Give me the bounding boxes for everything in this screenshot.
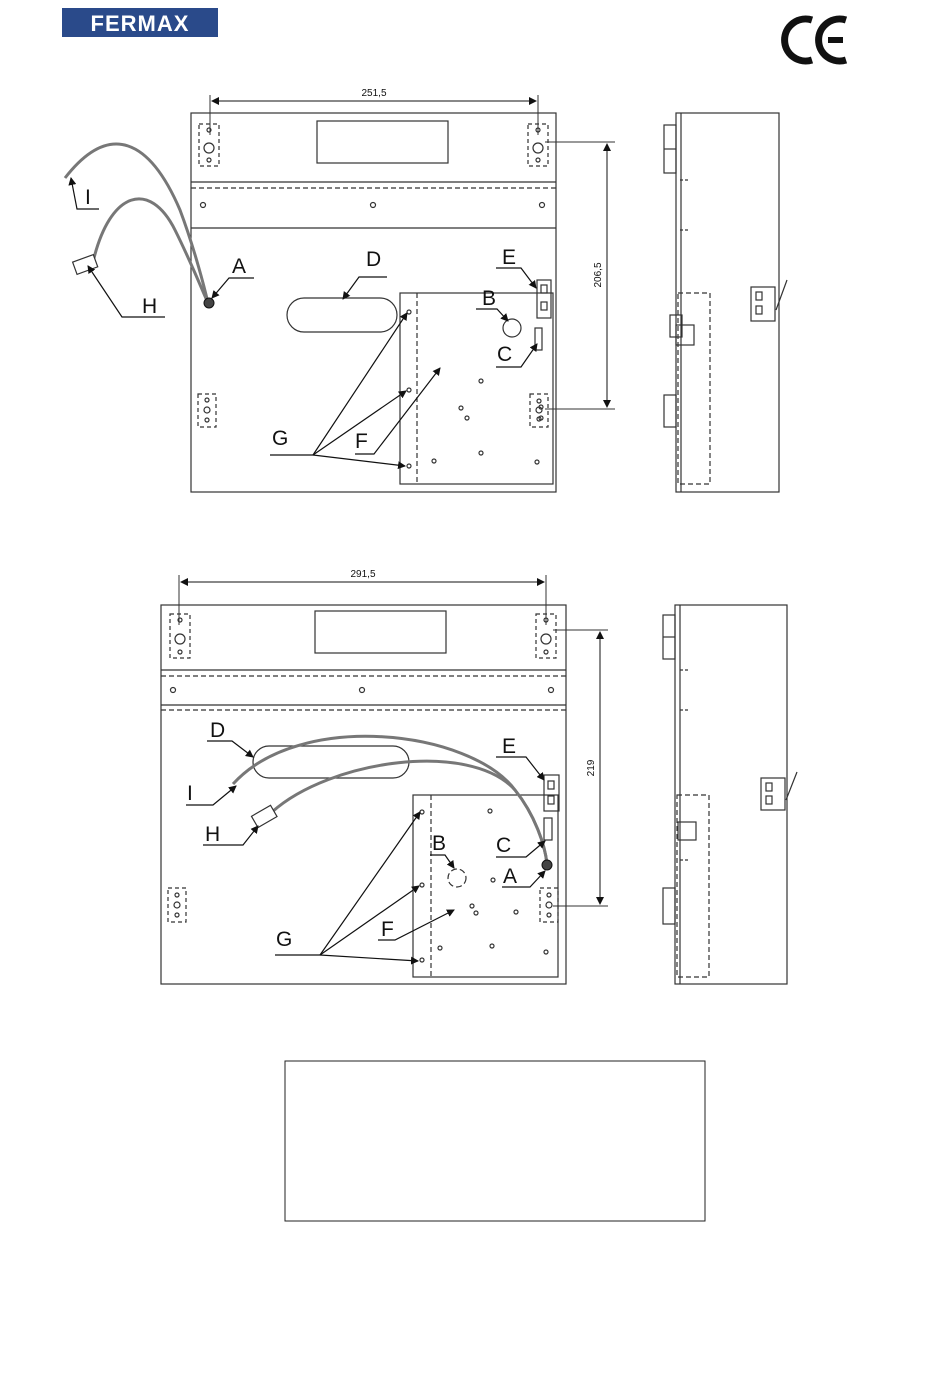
label-f-bottom: F bbox=[381, 918, 394, 941]
connector-h-bottom bbox=[251, 805, 277, 827]
component-c bbox=[535, 328, 542, 350]
label-b-top: B bbox=[482, 287, 496, 310]
mount-lower-right bbox=[530, 394, 548, 427]
label-i-bottom: I bbox=[187, 782, 193, 805]
label-d-bottom: D bbox=[210, 719, 225, 742]
top-front-view bbox=[191, 113, 556, 492]
dim-height-bottom-text: 219 bbox=[586, 759, 597, 776]
label-h-bottom: H bbox=[205, 823, 220, 846]
ce-mark-icon bbox=[785, 19, 846, 61]
notes-box bbox=[285, 1061, 705, 1221]
dim-width-bottom-text: 291,5 bbox=[350, 569, 375, 580]
dim-width-top-text: 251,5 bbox=[361, 88, 386, 99]
keyhole-mount-left bbox=[199, 124, 219, 166]
fermax-logo-text: FERMAX bbox=[91, 11, 190, 36]
dimension-width-bottom: 291,5 bbox=[179, 569, 546, 625]
leaders-top bbox=[71, 178, 537, 466]
label-g-top: G bbox=[272, 427, 288, 450]
fermax-logo: FERMAX bbox=[62, 8, 218, 37]
label-e-top: E bbox=[502, 246, 516, 269]
label-g-bottom: G bbox=[276, 928, 292, 951]
mount-lower-left bbox=[198, 394, 216, 427]
dimension-width-top: 251,5 bbox=[210, 88, 538, 135]
label-d-top: D bbox=[366, 248, 381, 271]
top-side-view bbox=[664, 113, 787, 492]
component-e bbox=[537, 280, 551, 318]
grommet-a-top bbox=[204, 298, 214, 308]
dimension-height-bottom: 219 bbox=[553, 630, 608, 906]
pcb-board-f bbox=[400, 293, 553, 484]
component-b bbox=[503, 319, 521, 337]
label-c-bottom: C bbox=[496, 834, 511, 857]
bottom-side-view bbox=[663, 605, 797, 984]
dim-height-top-text: 206,5 bbox=[593, 262, 604, 287]
label-c-top: C bbox=[497, 343, 512, 366]
label-a-bottom: A bbox=[503, 865, 517, 888]
grommet-a-bottom bbox=[542, 860, 552, 870]
enclosure-outline bbox=[191, 113, 556, 492]
label-i-top: I bbox=[85, 186, 91, 209]
cable-slot-d bbox=[287, 298, 397, 332]
connector-h-top bbox=[73, 255, 98, 275]
label-f-top: F bbox=[355, 430, 368, 453]
label-h-top: H bbox=[142, 295, 157, 318]
label-window bbox=[317, 121, 448, 163]
cable-i-top bbox=[65, 144, 208, 303]
label-e-bottom: E bbox=[502, 735, 516, 758]
label-b-bottom: B bbox=[432, 832, 446, 855]
label-a-top: A bbox=[232, 255, 246, 278]
bottom-front-view bbox=[161, 605, 566, 984]
